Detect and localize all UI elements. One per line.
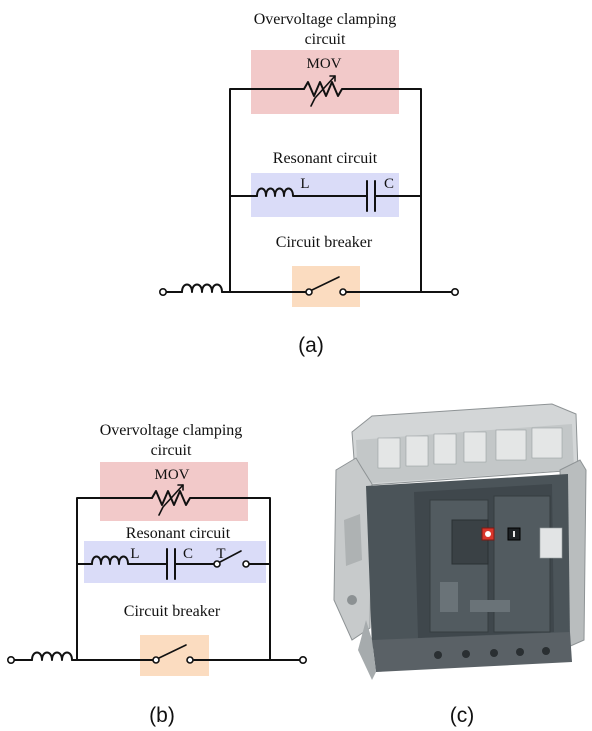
panel-a-breaker-switch-symbol <box>305 276 347 296</box>
panel-b-resonant-title: Resonant circuit <box>126 525 231 542</box>
panel-a-terminal-right <box>450 287 459 296</box>
panel-b-terminal-right <box>298 655 307 664</box>
panel-b-terminal-left <box>7 655 16 664</box>
panel-b-capacitor-label: C <box>183 546 193 562</box>
panel-b-capacitor-symbol <box>166 548 176 580</box>
panel-a-mov-title-line2: circuit <box>305 31 346 48</box>
panel-a-series-inductor-symbol <box>181 283 223 293</box>
panel-a-capacitor-label: C <box>384 176 394 192</box>
panel-a-mov-label: MOV <box>306 56 341 72</box>
panel-c-breaker-photo: (c) <box>333 403 587 727</box>
panel-a-capacitor-symbol <box>366 180 376 212</box>
panel-b-mov-label: MOV <box>154 467 189 483</box>
panel-a-breaker-box <box>292 266 360 307</box>
panel-b-mov-title-line2: circuit <box>151 442 192 459</box>
panel-b-switch-t-symbol <box>213 550 250 568</box>
panel-b-inductor-label: L <box>130 546 139 562</box>
panel-a-wire-top <box>229 88 422 293</box>
panel-b-caption: (b) <box>149 704 175 727</box>
panel-b-mov-box <box>100 462 248 521</box>
panel-a-inductor-label: L <box>300 176 309 192</box>
panel-b-inductor-symbol <box>91 555 132 565</box>
panel-a-mov-box <box>251 50 399 114</box>
panel-b-diagram: Overvoltage clamping circuit MOV Resonan… <box>7 422 307 727</box>
panel-b-varistor-symbol <box>151 484 195 516</box>
panel-a-resonant-title: Resonant circuit <box>273 150 378 167</box>
panel-a-varistor-symbol <box>303 75 347 107</box>
breaker-bottom-rail <box>372 632 572 672</box>
panel-a-breaker-title: Circuit breaker <box>276 234 373 251</box>
panel-c-caption: (c) <box>450 704 475 727</box>
panel-a-diagram: Overvoltage clamping circuit MOV Resonan… <box>159 11 459 357</box>
panel-b-wire-top <box>76 497 271 661</box>
panel-b-breaker-switch-symbol <box>152 644 194 664</box>
panel-b-breaker-box <box>140 635 209 676</box>
panel-b-mov-title-line1: Overvoltage clamping <box>100 422 243 439</box>
panel-a-caption: (a) <box>298 334 324 357</box>
panel-b-breaker-title: Circuit breaker <box>124 603 221 620</box>
panel-b-series-inductor-symbol <box>31 651 73 661</box>
panel-a-mov-title-line1: Overvoltage clamping <box>254 11 397 28</box>
panel-a-terminal-left <box>159 287 168 296</box>
panel-a-inductor-symbol <box>256 187 297 197</box>
breaker-terminal-slots <box>377 427 563 469</box>
panel-b-switch-label: T <box>216 546 225 562</box>
